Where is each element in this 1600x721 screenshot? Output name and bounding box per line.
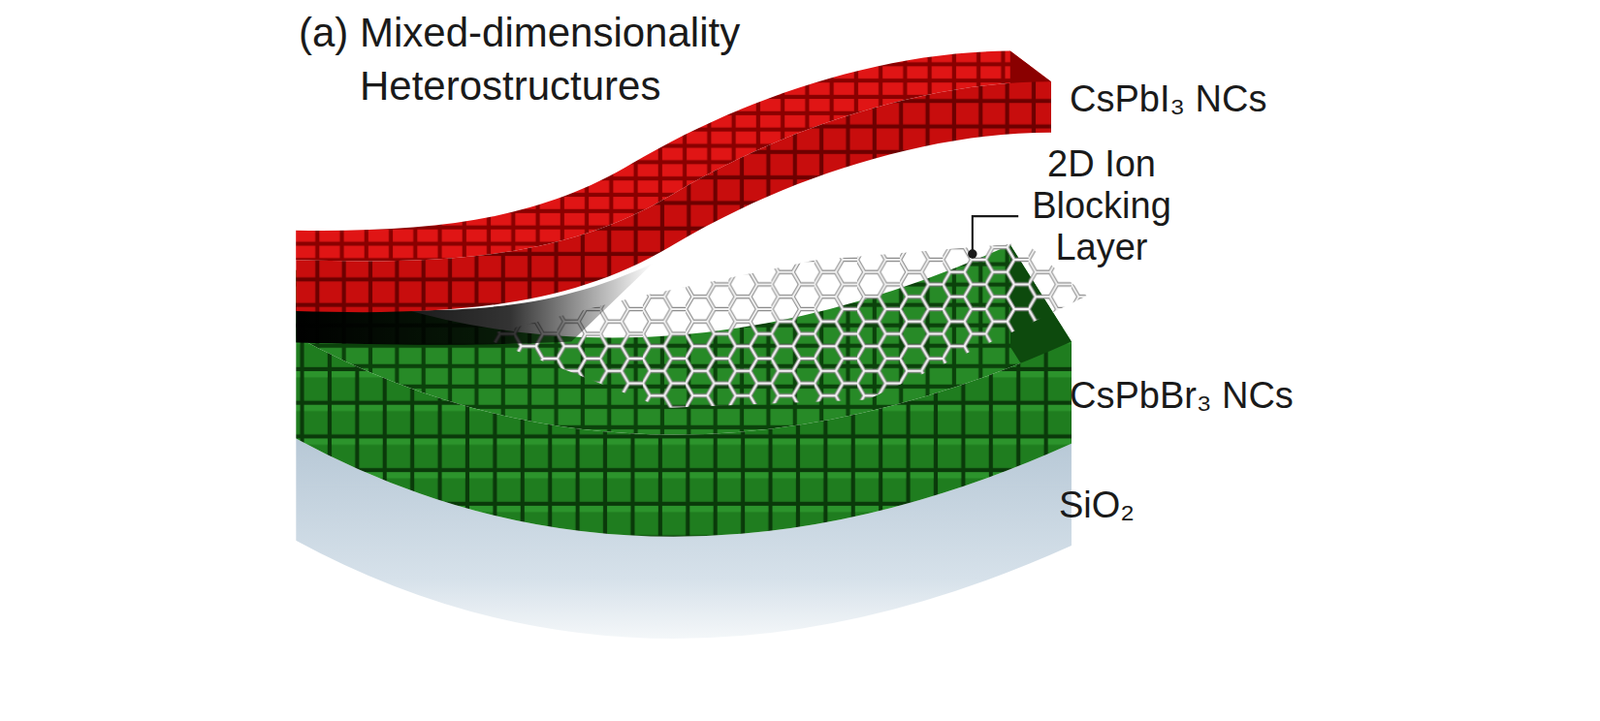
leader-line (972, 216, 1019, 252)
layer-label: CsPbI₃ NCs (1069, 77, 1267, 121)
layer-label: CsPbBr₃ NCs (1069, 374, 1294, 417)
leader-dot (967, 249, 977, 258)
substrate-label: SiO₂ (1058, 483, 1135, 527)
layer-label: 2D Ion Blocking Layer (1019, 143, 1184, 269)
panel-title: (a) Mixed-dimensionality Heterostructure… (298, 5, 903, 113)
